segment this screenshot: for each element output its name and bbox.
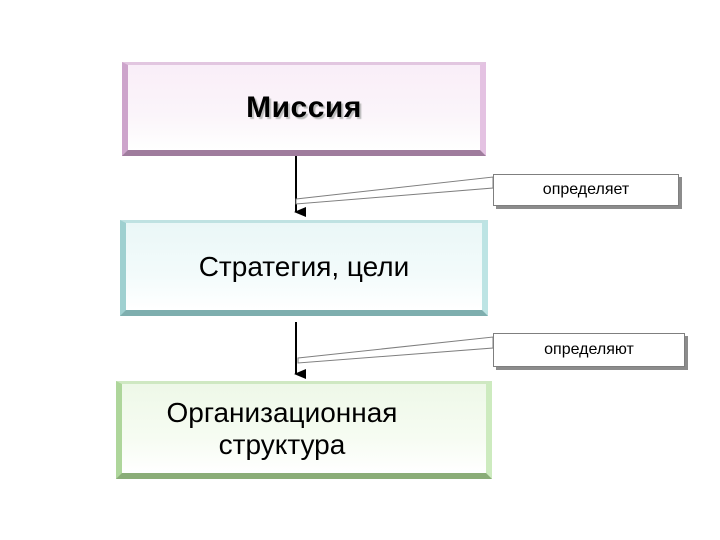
callout-define-plural: определяют	[493, 333, 685, 367]
strategy-box: Стратегия, цели	[120, 220, 488, 316]
callout-defines: определяет	[493, 174, 679, 206]
mission-box: Миссия	[122, 62, 486, 156]
callout-leader-first	[295, 176, 494, 205]
mission-label: Миссия	[246, 90, 362, 124]
callout-leader-second	[297, 336, 494, 364]
callout-defines-label: определяет	[542, 181, 630, 198]
callout-define-plural-label: определяют	[544, 341, 634, 358]
structure-box: Организационная структура	[116, 381, 492, 479]
strategy-label: Стратегия, цели	[198, 250, 410, 282]
structure-label-line1: Организационная	[166, 396, 398, 428]
structure-label-line2: структура	[218, 428, 346, 460]
